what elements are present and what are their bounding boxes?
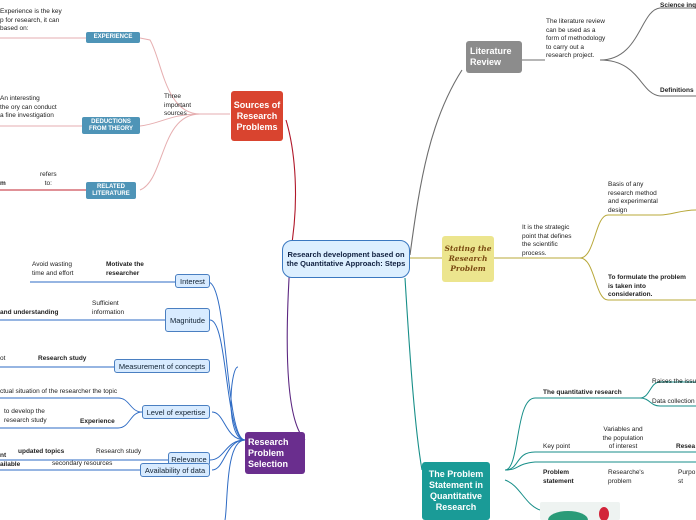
topic-literature-review-label: Literature Review: [470, 46, 512, 67]
problem-purpose: Purpo st: [678, 469, 696, 485]
problem-key-point: Key point: [543, 443, 571, 450]
problem-statement-label: Problem statement: [543, 469, 574, 485]
selection-magnitude-label: Magnitude: [169, 315, 206, 325]
topic-sources-label: Sources of Research Problems: [233, 99, 281, 132]
tag-deductions-label: DEDUCTIONS FROM THEORY: [88, 118, 134, 132]
selection-availability-label: Availability of data: [144, 465, 206, 475]
tag-experience-label: EXPERIENCE: [93, 34, 133, 40]
problem-variables: Variables and the population of interest: [602, 426, 644, 450]
interest-left: Avoid wasting time and effort: [32, 261, 74, 277]
stating-formulate: To formulate the problem is taken into c…: [608, 274, 686, 298]
interest-mid: Motivate the researcher: [106, 261, 144, 277]
selection-measurement-of-concepts[interactable]: Measurement of concepts: [114, 359, 210, 373]
magnitude-mid: Sufficient information: [92, 300, 125, 316]
literature-definitions: Definitions: [660, 87, 694, 94]
literature-desc: The literature review can be used as a f…: [546, 18, 606, 59]
expertise-extra-label: Experience: [80, 418, 115, 425]
literature-science: Science inqu: [660, 2, 696, 9]
relevance-left: updated topics: [18, 448, 65, 455]
tag-related-label: RELATED LITERATURE: [92, 183, 130, 197]
topic-sources-of-research-problems[interactable]: Sources of Research Problems: [231, 91, 283, 141]
link-center-selection: [286, 261, 306, 441]
tag-experience[interactable]: EXPERIENCE: [86, 32, 140, 43]
selection-measurement-label: Measurement of concepts: [118, 361, 206, 371]
central-topic-label: Research development based on the Quanti…: [286, 250, 406, 268]
tag-deductions-from-theory[interactable]: DEDUCTIONS FROM THEORY: [82, 117, 140, 134]
deductions-text: An interesting the ory can conduct a fin…: [0, 95, 57, 119]
relevance-mid: Research study: [96, 448, 142, 455]
expertise-mid: ctual situation of the researcher the to…: [0, 388, 118, 395]
related-refers: refers to:: [40, 171, 57, 187]
selection-level-of-expertise[interactable]: Level of expertise: [142, 405, 210, 419]
topic-stating-research-problem[interactable]: Stating the Research Problem: [442, 236, 494, 282]
problem-data-collection: Data collection: [652, 398, 695, 405]
topic-literature-review[interactable]: Literature Review: [466, 41, 522, 73]
central-topic[interactable]: Research development based on the Quanti…: [282, 240, 410, 278]
measurement-mid: Research study: [38, 355, 87, 362]
selection-expertise-label: Level of expertise: [146, 407, 206, 417]
topic-problem-label: The Problem Statement in Quantitative Re…: [428, 469, 484, 512]
problem-raises: Raises the issue: [652, 378, 696, 385]
selection-interest[interactable]: Interest: [175, 274, 210, 288]
selection-availability-of-data[interactable]: Availability of data: [140, 463, 210, 477]
link-center-literature: [409, 69, 463, 256]
selection-magnitude[interactable]: Magnitude: [165, 308, 210, 332]
topic-selection-label: Research Problem Selection: [248, 436, 289, 469]
link-center-sources: [285, 119, 297, 256]
problem-researcher: Researche's problem: [608, 469, 644, 485]
availability-mid: secondary resources: [52, 460, 113, 467]
stating-basis: Basis of any research method and experim…: [608, 181, 658, 214]
related-left-text: m: [0, 180, 6, 187]
stating-desc: It is the strategic point that defines t…: [522, 224, 572, 257]
topic-stating-label: Stating the Research Problem: [444, 244, 492, 273]
sources-intro: Three important sources: [164, 93, 192, 117]
measurement-left: ot: [0, 355, 6, 362]
experience-text: Experience is the key p for research, it…: [0, 8, 62, 32]
link-center-problem: [404, 277, 423, 471]
tag-related-literature[interactable]: RELATED LITERATURE: [86, 182, 136, 199]
selection-interest-label: Interest: [179, 276, 205, 286]
problem-resea: Resea: [676, 443, 696, 450]
topic-problem-statement[interactable]: The Problem Statement in Quantitative Re…: [422, 462, 490, 520]
selection-relevance-label: Relevance: [171, 454, 207, 464]
availability-left: nt ailable: [0, 452, 21, 468]
topic-research-problem-selection[interactable]: Research Problem Selection: [245, 432, 305, 474]
expertise-extra-text: to develop the research study: [4, 408, 47, 424]
magnitude-left: and understanding: [0, 309, 59, 316]
problem-quant-research: The quantitative research: [543, 389, 622, 396]
